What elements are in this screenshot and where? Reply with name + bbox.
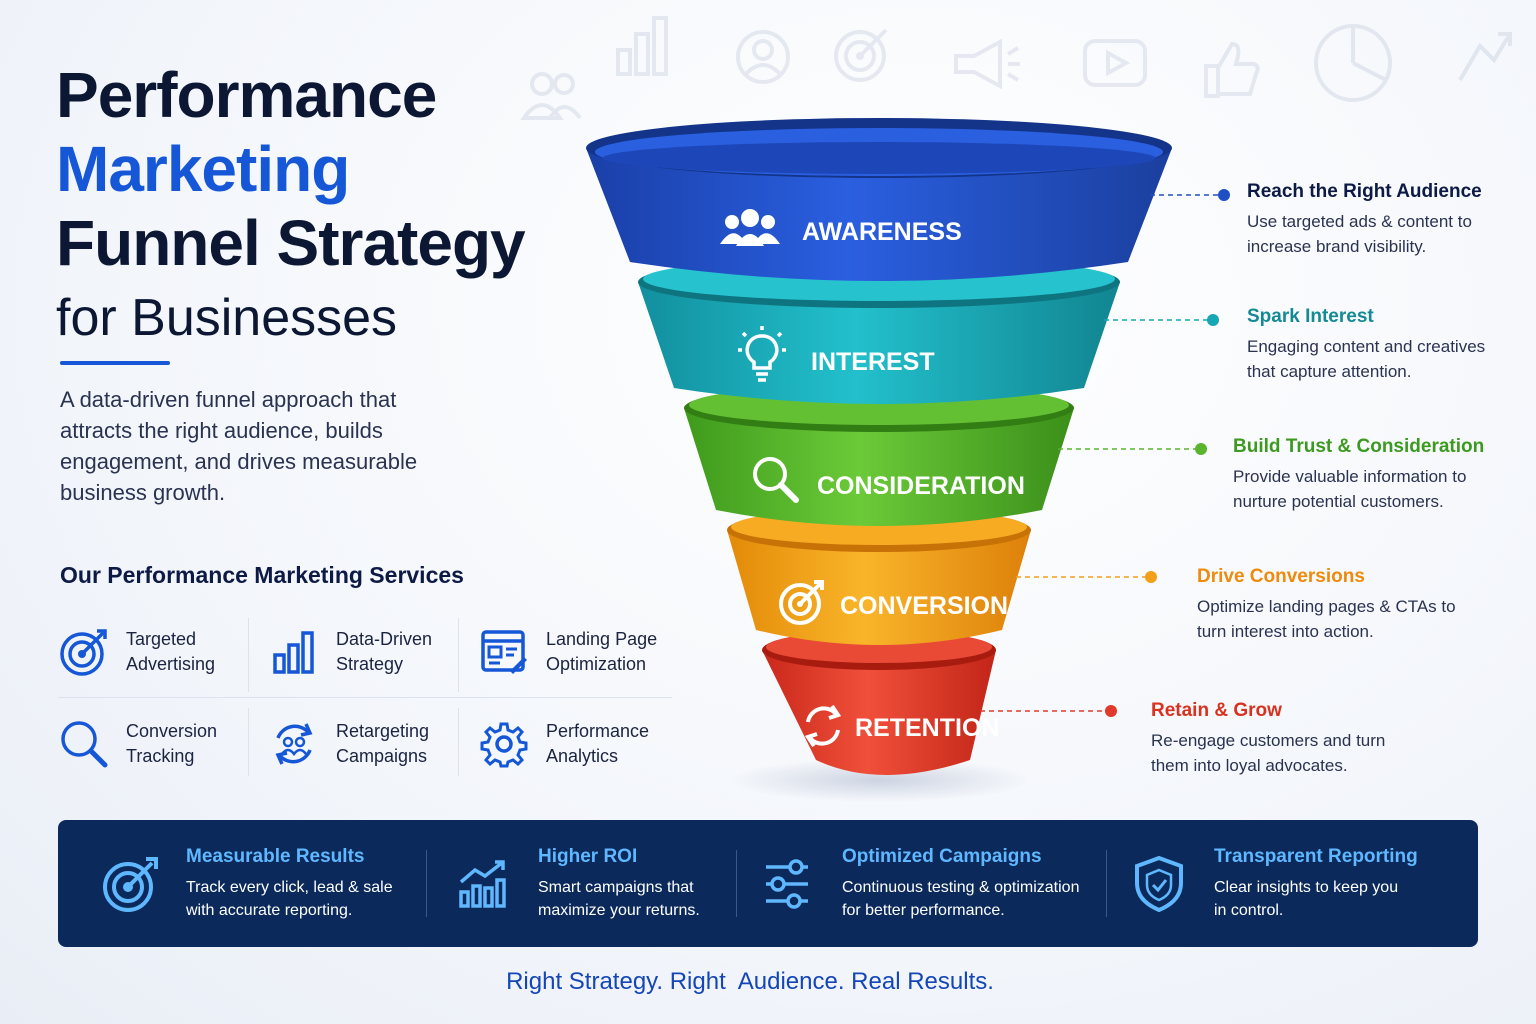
benefit-transparent-reporting: Transparent Reporting Clear insights to … [1124,820,1418,947]
target-icon [96,855,166,913]
bar-chart-icon [268,626,320,678]
stage-desc-text: Re-engage customers and turn them into l… [1151,731,1386,775]
title-line-2: Marketing [56,133,350,205]
service-performance-analytics: Performance Analytics [478,704,678,784]
benefit-measurable-results: Measurable Results Track every click, le… [96,820,406,947]
service-label: Performance Analytics [546,721,650,766]
benefit-heading: Higher ROI [538,845,638,867]
stage-label-consideration: CONSIDERATION [817,472,1025,500]
shield-check-icon [1124,855,1194,913]
connector-conversion [1016,571,1157,583]
target-icon [58,626,110,678]
stage-label-retention: RETENTION [855,714,999,742]
magnifier-icon [58,718,110,770]
benefits-band: Measurable Results Track every click, le… [58,820,1478,947]
benefit-heading: Optimized Campaigns [842,845,1042,867]
service-label: Landing Page Optimization [546,629,658,674]
stage-desc-text: Use targeted ads & content to increase b… [1247,212,1472,256]
divider [736,850,737,917]
target-icon [779,580,824,625]
page-title: Performance Marketing Funnel Strategy fo… [56,58,526,352]
divider [458,618,459,692]
stage-desc-conversion: Drive Conversions Optimize landing pages… [1197,566,1467,644]
divider [458,708,459,776]
connector-retention [980,705,1117,717]
sliders-icon [752,858,822,909]
stage-desc-consideration: Build Trust & Consideration Provide valu… [1233,436,1503,514]
refresh-icon [804,704,842,748]
connector-awareness [1150,189,1230,201]
service-landing-page-optimization: Landing Page Optimization [478,612,678,692]
lightbulb-icon [738,326,786,382]
stage-desc-heading: Drive Conversions [1197,566,1365,587]
stage-desc-retention: Retain & Grow Re-engage customers and tu… [1151,700,1411,778]
stage-desc-text: Engaging content and creatives that capt… [1247,337,1486,381]
divider [426,850,427,917]
gear-icon [478,718,530,770]
benefit-heading: Transparent Reporting [1214,845,1418,867]
stage-desc-text: Provide valuable information to nurture … [1233,467,1467,511]
stage-desc-heading: Reach the Right Audience [1247,181,1482,202]
divider [58,697,672,698]
growth-chart-icon [448,858,518,910]
service-retargeting-campaigns: Retargeting Campaigns [268,704,468,784]
connector-interest [1104,314,1219,326]
stage-desc-heading: Spark Interest [1247,306,1374,327]
service-label: Targeted Advertising [126,629,216,674]
stage-label-interest: INTEREST [811,348,935,376]
stage-desc-text: Optimize landing pages & CTAs to turn in… [1197,597,1456,641]
users-icon [720,209,780,246]
services-grid: Targeted Advertising Data-Driven Strateg… [58,612,672,784]
benefit-text: Continuous testing & optimization for be… [842,878,1080,919]
title-line-3: Funnel Strategy [56,207,526,279]
landing-page-icon [478,626,530,678]
retarget-icon [268,718,320,770]
funnel-stage-conversion [727,508,1031,645]
service-conversion-tracking: Conversion Tracking [58,704,258,784]
stage-label-awareness: AWARENESS [802,218,962,246]
stage-label-conversion: CONVERSION [840,592,1008,620]
funnel-shadow [730,758,1030,802]
funnel-stage-consideration [684,384,1074,526]
benefit-higher-roi: Higher ROI Smart campaigns that maximize… [448,820,718,947]
divider [248,618,249,692]
service-label: Data-Driven Strategy [336,629,433,674]
services-heading: Our Performance Marketing Services [60,562,464,588]
stage-desc-awareness: Reach the Right Audience Use targeted ad… [1247,181,1487,259]
service-label: Conversion Tracking [126,721,218,766]
service-targeted-advertising: Targeted Advertising [58,612,258,692]
intro-text: A data-driven funnel approach that attra… [60,387,418,505]
stage-desc-interest: Spark Interest Engaging content and crea… [1247,306,1507,384]
service-data-driven-strategy: Data-Driven Strategy [268,612,468,692]
service-label: Retargeting Campaigns [336,721,430,766]
title-line-1: Performance [56,59,437,131]
stage-desc-heading: Retain & Grow [1151,700,1282,721]
benefit-text: Clear insights to keep you in control. [1214,878,1399,919]
benefit-heading: Measurable Results [186,845,365,867]
tagline: Right Strategy. Right Audience. Real Res… [506,968,994,995]
divider [1106,850,1107,917]
stage-desc-heading: Build Trust & Consideration [1233,436,1485,457]
benefit-optimized-campaigns: Optimized Campaigns Continuous testing &… [752,820,1092,947]
divider [248,708,249,776]
title-underline [60,361,170,365]
funnel-stage-retention [762,630,996,775]
benefit-text: Smart campaigns that maximize your retur… [538,878,700,919]
magnifier-icon [753,457,799,503]
funnel-stage-awareness [586,118,1172,281]
title-line-4: for Businesses [56,289,398,347]
connector-consideration [1058,443,1207,455]
benefit-text: Track every click, lead & sale with accu… [186,878,393,919]
